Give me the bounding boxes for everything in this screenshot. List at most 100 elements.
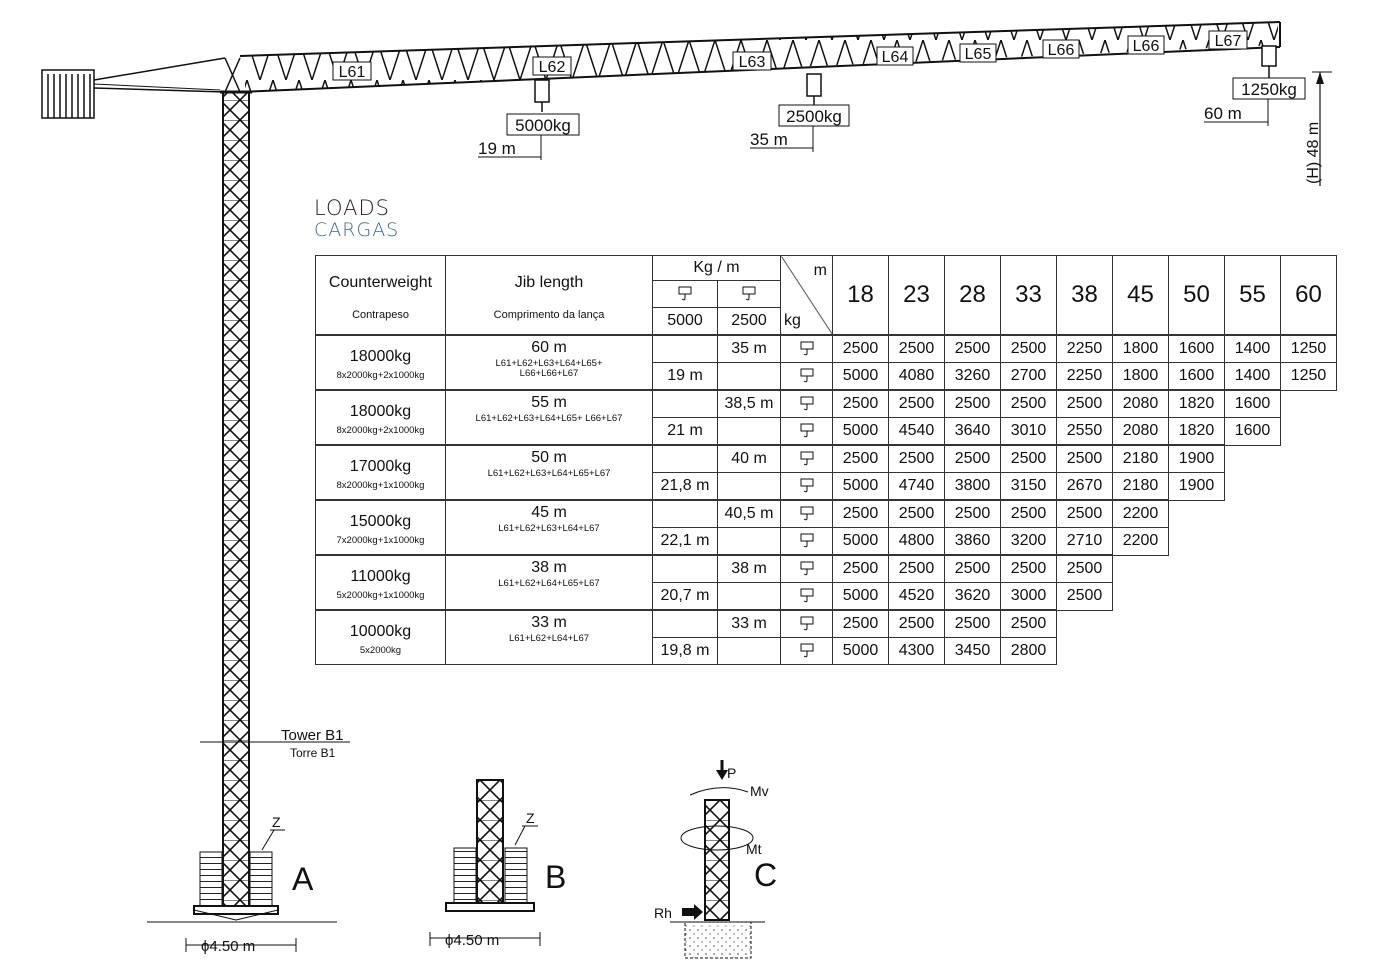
hook-5000-icon: [780, 527, 833, 556]
svg-text:19 m: 19 m: [478, 139, 516, 158]
svg-text:60 m: 60 m: [1204, 104, 1242, 123]
empty-cell: [1169, 638, 1225, 665]
svg-text:L61: L61: [339, 64, 366, 81]
svg-text:Rh: Rh: [654, 905, 672, 921]
load-cell: 2500: [832, 444, 889, 473]
load-cell: 2500: [832, 334, 889, 363]
svg-text:Mv: Mv: [750, 783, 769, 799]
load-cell: 4520: [888, 582, 945, 611]
table-header-row: Counterweight Contrapeso Jib length Comp…: [315, 255, 1337, 336]
radius-5000-cell: 22,1 m: [652, 527, 718, 556]
load-cell: 1600: [1168, 334, 1225, 363]
svg-text:5000kg: 5000kg: [515, 116, 571, 135]
load-cell: 1250: [1280, 334, 1337, 363]
hook-5000-icon: [652, 280, 718, 308]
radius-2500-empty: [717, 582, 781, 611]
empty-cell: [1225, 610, 1281, 638]
jib-section-label: L66: [1127, 35, 1165, 55]
load-cell: 2500: [1056, 554, 1113, 583]
load-cell: 2500: [1000, 554, 1057, 583]
jib-section-label: L67: [1208, 30, 1248, 50]
load-cell: 2500: [944, 334, 1001, 363]
load-cell: 2500: [1000, 444, 1057, 473]
radius-5000-empty: [652, 444, 718, 473]
load-cell: 1900: [1168, 472, 1225, 501]
empty-cell: [1113, 610, 1169, 638]
distance-header: 38: [1056, 255, 1113, 336]
empty-cell: [1225, 555, 1281, 583]
svg-text:L63: L63: [739, 54, 766, 71]
load-cell: 2500: [1000, 334, 1057, 363]
kg-per-m-header: Kg / m: [652, 255, 781, 281]
load-cell: 3000: [1000, 582, 1057, 611]
radius-2500-cell: 33 m: [717, 609, 781, 638]
tower-label: Tower B1 Torre B1: [200, 727, 350, 760]
load-cell: 2500: [1000, 499, 1057, 528]
load-cell: 2500: [1056, 389, 1113, 418]
load-cell: 2500: [832, 609, 889, 638]
svg-text:L62: L62: [539, 59, 566, 76]
load-cell: 3800: [944, 472, 1001, 501]
load-cell: 2500: [1000, 609, 1057, 638]
jib-section-label: L65: [959, 43, 997, 63]
svg-text:1250kg: 1250kg: [1241, 80, 1297, 99]
radius-5000-empty: [652, 334, 718, 363]
empty-cell: [1281, 473, 1337, 501]
empty-cell: [1281, 500, 1337, 528]
load-cell: 4300: [888, 637, 945, 665]
load-cell: 2500: [888, 499, 945, 528]
load-cell: 2500: [888, 444, 945, 473]
load-cell: 2550: [1056, 417, 1113, 446]
empty-cell: [1281, 583, 1337, 611]
svg-text:(H) 48 m: (H) 48 m: [1305, 122, 1322, 184]
svg-text:L65: L65: [965, 46, 992, 63]
load-cell: 2800: [1000, 637, 1057, 665]
svg-text:B: B: [545, 859, 566, 895]
svg-text:ϕ4.50 m: ϕ4.50 m: [445, 932, 499, 949]
empty-cell: [1057, 638, 1113, 665]
load-cell: 2500: [944, 389, 1001, 418]
svg-text:ϕ4.50 m: ϕ4.50 m: [201, 938, 255, 955]
radius-2500-empty: [717, 637, 781, 665]
svg-text:P: P: [727, 765, 736, 781]
load-cell: 4800: [888, 527, 945, 556]
jib-section-labels: L61 L62 L63 L64 L65 L66 L66 L67: [332, 30, 1248, 81]
hook-2500-header: 2500: [717, 307, 781, 336]
load-cell: 5000: [832, 417, 889, 446]
load-cell: 2250: [1056, 362, 1113, 391]
hook-5000-icon: [780, 472, 833, 501]
radius-5000-cell: 19,8 m: [652, 637, 718, 665]
tower-a: [147, 57, 337, 923]
svg-text:L66: L66: [1048, 42, 1075, 59]
counter-jib: [41, 57, 226, 119]
load-cell: 3150: [1000, 472, 1057, 501]
load-cell: 1400: [1224, 362, 1281, 391]
load-cell: 2500: [1056, 582, 1113, 611]
empty-cell: [1281, 638, 1337, 665]
hook-2500-icon: [780, 499, 833, 528]
radius-5000-cell: 19 m: [652, 362, 718, 391]
hook-load-3: 1250kg 60 m: [1204, 45, 1306, 126]
load-cell: 2500: [888, 609, 945, 638]
load-cell: 2500: [832, 499, 889, 528]
radius-5000-cell: 21 m: [652, 417, 718, 446]
svg-text:Mt: Mt: [746, 841, 762, 857]
empty-cell: [1225, 638, 1281, 665]
radius-5000-cell: 21,8 m: [652, 472, 718, 501]
empty-cell: [1169, 610, 1225, 638]
load-cell: 3620: [944, 582, 1001, 611]
empty-cell: [1281, 445, 1337, 473]
distance-header: 18: [832, 255, 889, 336]
empty-cell: [1225, 528, 1281, 556]
distance-header: 33: [1000, 255, 1057, 336]
jib-section-label: L62: [532, 56, 572, 76]
svg-text:Z: Z: [526, 810, 535, 826]
